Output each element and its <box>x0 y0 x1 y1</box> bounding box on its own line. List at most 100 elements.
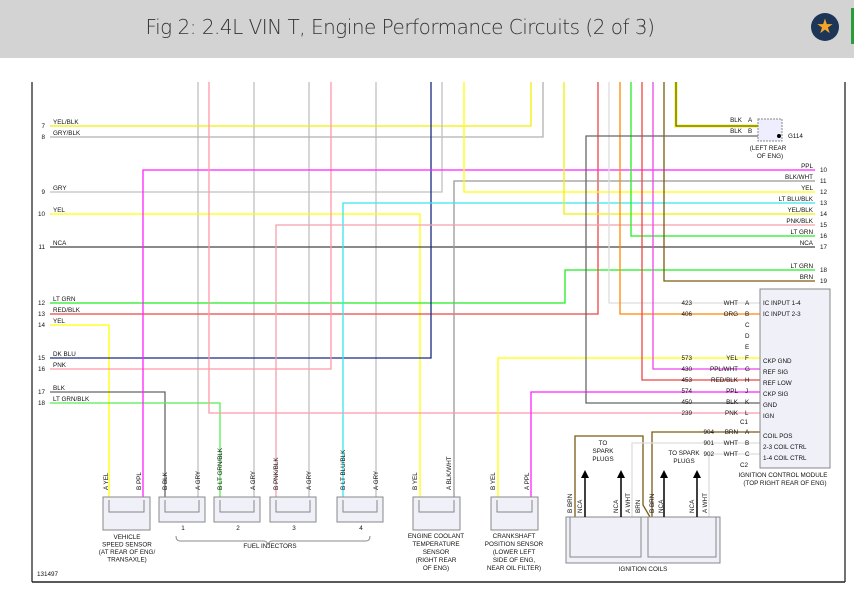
icm-pin-function: COIL POS <box>763 433 793 440</box>
icm-wire-color: PPL/WHT <box>710 366 738 373</box>
icm-wire-color: YEL <box>726 355 738 362</box>
circuit-number: 12 <box>820 189 828 196</box>
fuel-injector-2 <box>213 496 261 523</box>
pin-label: A BLK/WHT <box>446 456 453 490</box>
ect-label: TEMPERATURE <box>412 541 459 548</box>
wire-18 <box>50 402 221 497</box>
circuit-color-label: BLK/WHT <box>785 174 813 181</box>
vehicle-speed-sensor <box>102 496 151 531</box>
icm-circuit-number: 423 <box>681 300 692 307</box>
icm-name: IGNITION CONTROL MODULE <box>739 472 828 479</box>
circuit-number: 14 <box>820 211 828 218</box>
ground-pin-color: BLK <box>730 128 743 135</box>
injector-number: 3 <box>292 525 296 532</box>
vss-label: (AT REAR OF ENG/ <box>99 549 156 556</box>
ground-point-icon <box>777 134 781 138</box>
wire-574 <box>530 391 760 497</box>
side-button-edge[interactable] <box>851 8 854 44</box>
circuit-color-label: YEL <box>53 207 65 214</box>
circuit-color-label: RED/BLK <box>53 307 81 314</box>
icm-connector-c2: C2 <box>740 462 749 469</box>
circuit-color-label: YEL <box>801 185 813 192</box>
arrow-up-icon <box>581 470 589 478</box>
circuit-color-label: LT GRN <box>790 229 813 236</box>
circuit-color-label: BRN <box>800 274 814 281</box>
arrow-up-icon <box>693 470 701 478</box>
icm-pin: B <box>745 440 749 447</box>
icm-location: (TOP RIGHT REAR OF ENG) <box>743 480 826 487</box>
icm-pin: E <box>745 344 749 351</box>
pin-label: A GRY <box>250 470 257 490</box>
circuit-number: 11 <box>38 244 45 251</box>
icm-wire-color: BLK <box>726 399 739 406</box>
icm-wire-color: PPL <box>726 388 738 395</box>
circuit-color-label: PNK <box>53 362 67 369</box>
pin-label: B BLK <box>162 471 169 490</box>
pin-label: NCA <box>689 499 696 513</box>
ignition-coil-left <box>569 516 642 558</box>
circuit-color-label: NCA <box>800 240 814 247</box>
circuit-number: 12 <box>38 300 46 307</box>
ckp-label: POSITION SENSOR <box>485 541 544 548</box>
wire-r19 <box>663 82 815 282</box>
pin-label: A GRY <box>306 470 313 490</box>
vss-label: SPEED SENSOR <box>102 542 152 549</box>
circuit-color-label: LT GRN <box>53 296 76 303</box>
pin-label: B PNK/BLK <box>273 457 280 490</box>
circuit-color-label: NCA <box>53 240 67 247</box>
fuel-injector-2-coil-icon <box>219 500 255 513</box>
pin-label: B YEL <box>412 472 419 490</box>
pin-label: BRN <box>635 499 642 513</box>
circuit-number: 11 <box>820 178 827 185</box>
icm-pin: C <box>745 322 750 329</box>
icm-pin-function: REF LOW <box>763 380 792 387</box>
circuit-color-label: PNK/BLK <box>786 218 813 225</box>
ground-id: G114 <box>788 133 803 140</box>
pin-label: B BRN <box>649 493 656 513</box>
spark-plug-label: SPARK <box>593 448 615 455</box>
wire-r16 <box>630 82 815 237</box>
wire-423 <box>608 82 760 304</box>
injector-number: 1 <box>181 525 185 532</box>
icm-circuit-number: 406 <box>681 311 692 318</box>
icm-pin: G <box>745 366 750 373</box>
ckp-label: NEAR OIL FILTER) <box>487 565 541 572</box>
icm-wire-color: PNK <box>725 410 739 417</box>
ckp-label: CRANKSHAFT <box>493 533 536 540</box>
wire-coil-brn <box>574 435 651 518</box>
pin-label: A GRY <box>195 470 202 490</box>
icm-pin-function: 1-4 COIL CTRL <box>763 455 807 462</box>
engine-coolant-temp-sensor <box>412 496 461 531</box>
icm-circuit-number: 450 <box>681 399 692 406</box>
wire-450 <box>585 135 765 404</box>
wire-r10 <box>142 169 815 497</box>
pin-label: B BRN <box>567 493 574 513</box>
wire-8 <box>50 82 544 138</box>
icm-pin: F <box>745 355 749 362</box>
circuit-number: 19 <box>820 278 828 285</box>
figure-id: 131497 <box>37 571 59 578</box>
wire-573 <box>497 357 760 497</box>
pin-label: A PPL <box>524 472 531 490</box>
icm-pin: A <box>745 429 750 436</box>
icm-circuit-number: 239 <box>681 410 692 417</box>
icm-pin-function: IC INPUT 1-4 <box>763 300 801 307</box>
icm-connector-c1: C1 <box>740 419 749 426</box>
vss-label: VEHICLE <box>114 534 141 541</box>
engine-coolant-temp-sensor-coil-icon <box>418 500 455 513</box>
arrow-up-icon <box>617 470 625 478</box>
circuit-number: 17 <box>38 389 46 396</box>
fuel-injector-4 <box>336 496 384 523</box>
icm-circuit-number: 430 <box>681 366 692 373</box>
pin-label: NCA <box>658 499 665 513</box>
icm-circuit-number: 902 <box>703 451 714 458</box>
wire-904 <box>651 431 760 517</box>
wire-r14 <box>563 82 815 215</box>
ground-pin-color: BLK <box>730 117 743 124</box>
pin-label: A WHT <box>702 493 709 513</box>
pin-label: NCA <box>613 499 620 513</box>
circuit-number: 10 <box>38 211 46 218</box>
star-icon[interactable]: ★ <box>811 13 839 41</box>
icm-pin: C <box>745 451 750 458</box>
